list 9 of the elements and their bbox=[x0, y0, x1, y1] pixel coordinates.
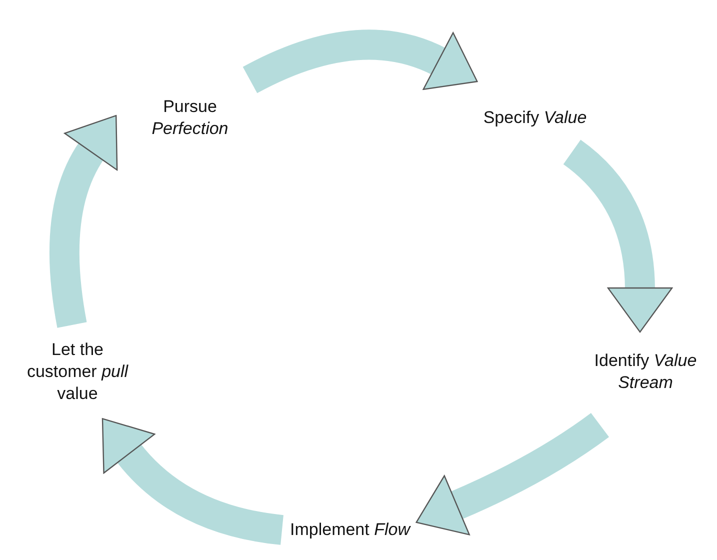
block-arrow bbox=[416, 412, 609, 536]
step-label: Implement Flow bbox=[290, 518, 410, 541]
step-label: Pursue Perfection bbox=[150, 96, 230, 140]
block-arrow bbox=[49, 114, 119, 328]
step-label: Specify Value bbox=[483, 106, 587, 129]
step-label: Let the customer pull value bbox=[26, 338, 130, 406]
block-arrow bbox=[100, 419, 284, 545]
block-arrow bbox=[243, 30, 479, 94]
step-label: Identify Value Stream bbox=[593, 350, 698, 394]
